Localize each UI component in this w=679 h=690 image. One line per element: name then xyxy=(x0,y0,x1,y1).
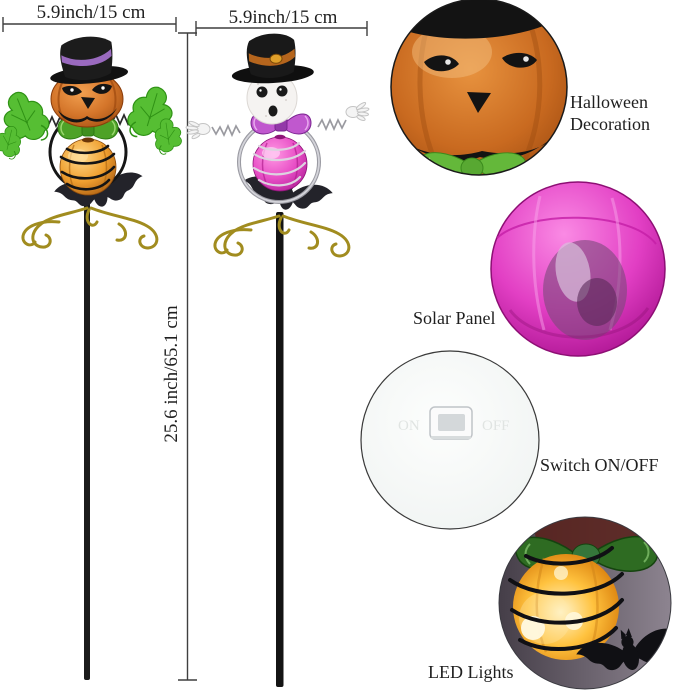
height-dimension-line xyxy=(178,32,197,681)
skull-head xyxy=(246,71,298,125)
solar-panel-label: Solar Panel xyxy=(413,308,496,328)
stake-pole xyxy=(84,198,90,680)
switch-on-engraving: ON xyxy=(398,418,420,434)
spring-arm-left xyxy=(211,123,241,138)
width-dimension-line-left xyxy=(2,17,177,32)
stake-pole xyxy=(276,212,284,687)
switch-off-engraving: OFF xyxy=(482,418,510,434)
top-hat xyxy=(231,33,314,84)
led-glow xyxy=(554,566,568,580)
solar-panel-callout xyxy=(490,181,666,357)
spring-arm-right xyxy=(317,117,347,132)
halloween-decoration-label: Halloween Decoration xyxy=(570,92,650,134)
orange-ball xyxy=(59,137,117,196)
led-lights-callout xyxy=(498,516,672,690)
toggle-switch xyxy=(429,406,473,440)
width-dimension-label-right: 5.9inch/15 cm xyxy=(228,7,338,28)
pink-ball xyxy=(252,134,308,192)
skeleton-stake-figure xyxy=(185,33,370,687)
width-dimension-label-left: 5.9inch/15 cm xyxy=(36,2,146,23)
switch-label: Switch ON/OFF xyxy=(540,455,659,475)
top-hat xyxy=(50,36,128,85)
pumpkin-head xyxy=(50,70,124,128)
led-lights-label: LED Lights xyxy=(428,662,514,682)
switch-callout: ON OFF xyxy=(360,350,540,530)
skeleton-hand-left xyxy=(185,120,211,140)
pumpkin-stake-figure xyxy=(0,36,186,680)
height-dimension-label: 25.6 inch/65.1 cm xyxy=(161,305,182,443)
halloween-decoration-callout xyxy=(390,0,568,176)
skeleton-hand-right xyxy=(345,102,370,121)
